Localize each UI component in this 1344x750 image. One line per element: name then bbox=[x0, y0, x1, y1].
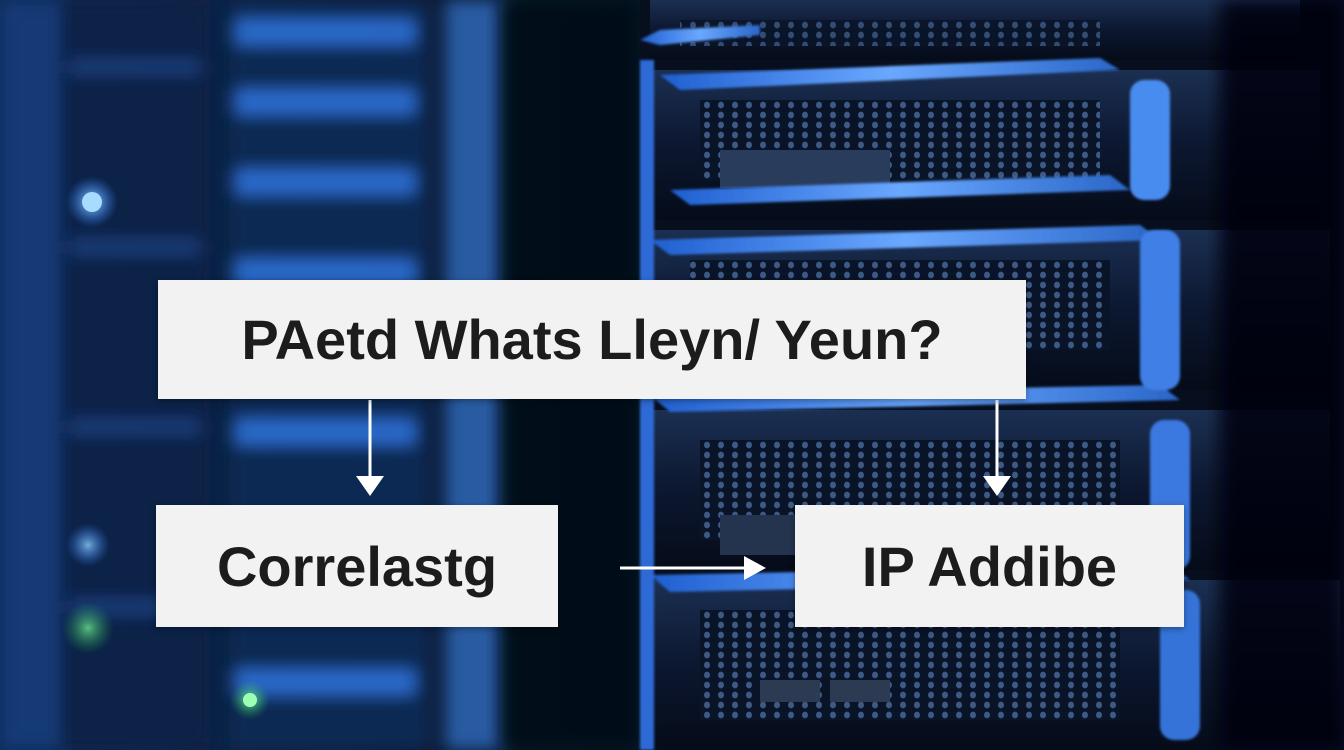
question-label-box: PAetd Whats Lleyn/ Yeun? bbox=[158, 280, 1026, 399]
ip-address-label-box: IP Addibe bbox=[795, 505, 1184, 627]
correlation-label-box: Correlastg bbox=[156, 505, 558, 627]
